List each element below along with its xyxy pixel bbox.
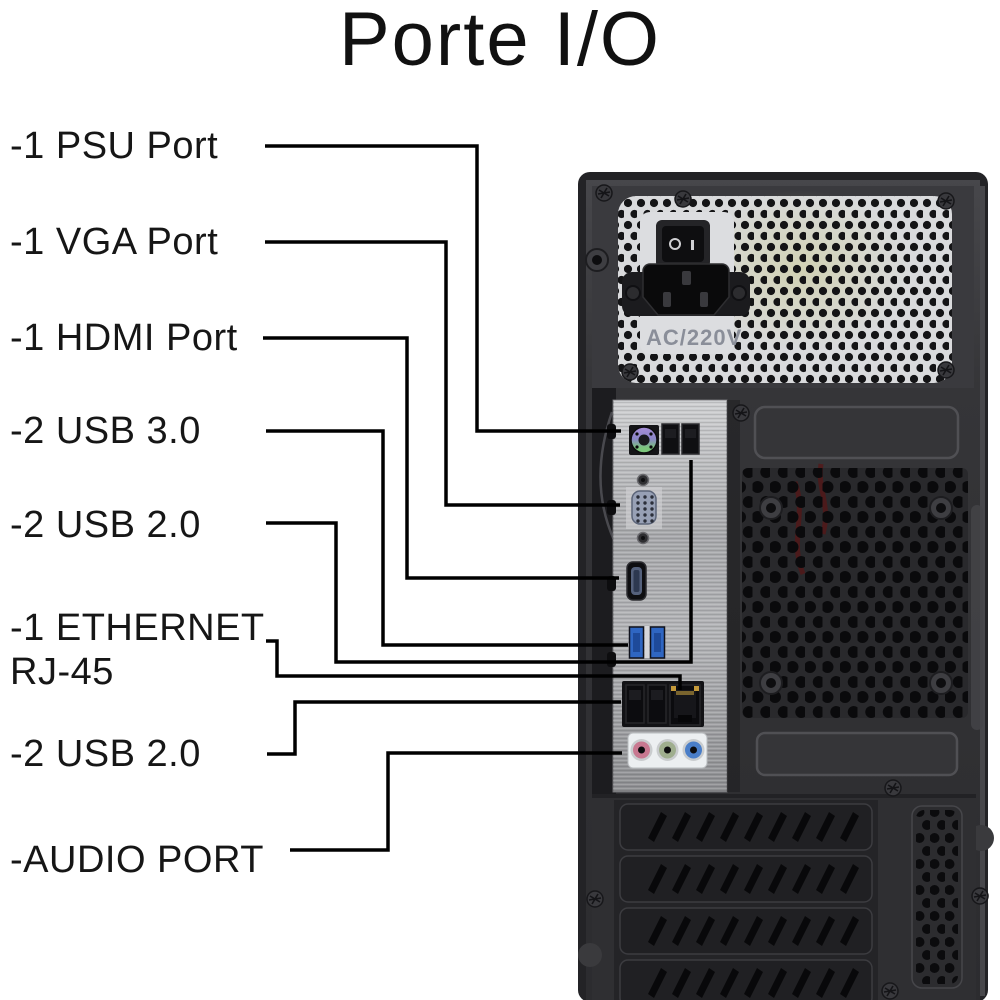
label-ethernet: -1 ETHERNET RJ-45 [10, 606, 265, 694]
hdmi-port [626, 561, 647, 601]
label-audio-port: -AUDIO PORT [10, 839, 264, 881]
label-ethernet-line2: RJ-45 [10, 651, 114, 693]
ethernet-callout-line [266, 639, 682, 690]
label-usb30: -2 USB 3.0 [10, 410, 201, 452]
vga-port [626, 487, 662, 529]
usb20-top-callout-line [266, 460, 693, 664]
page-title: Porte I/O [338, 0, 662, 82]
label-usb20-bottom: -2 USB 2.0 [10, 733, 201, 775]
audio-jacks [627, 732, 708, 769]
punchout-slot-bottom [755, 731, 959, 777]
pc-tower-photo: AC/220V [578, 172, 994, 1000]
side-vent [911, 805, 963, 989]
ac-power-inlet [622, 263, 750, 316]
label-vga-port: -1 VGA Port [10, 221, 219, 263]
psu-section: AC/220V [585, 184, 974, 388]
psu-voltage-text: AC/220V [646, 325, 742, 350]
usb30-callout-line [266, 429, 628, 647]
power-switch-icon [656, 220, 710, 268]
usb3-ports [628, 626, 666, 659]
usb2-ports-top [661, 423, 700, 455]
hdmi-callout-line [263, 336, 619, 580]
psu-callout-line [265, 144, 621, 433]
punchout-slot-top [753, 405, 960, 460]
io-panel [607, 399, 728, 793]
usb20-bottom-callout-line [267, 700, 621, 756]
audio-callout-line [290, 751, 622, 852]
vga-callout-line [265, 240, 620, 507]
label-ethernet-line1: -1 ETHERNET [10, 607, 265, 649]
ethernet-port [669, 684, 701, 726]
label-hdmi-port: -1 HDMI Port [10, 317, 238, 359]
ps2-port [629, 425, 659, 455]
label-psu-port: -1 PSU Port [10, 125, 219, 167]
label-usb20-top: -2 USB 2.0 [10, 504, 201, 546]
fan-vent [742, 463, 968, 718]
annotation-lines [263, 144, 693, 852]
